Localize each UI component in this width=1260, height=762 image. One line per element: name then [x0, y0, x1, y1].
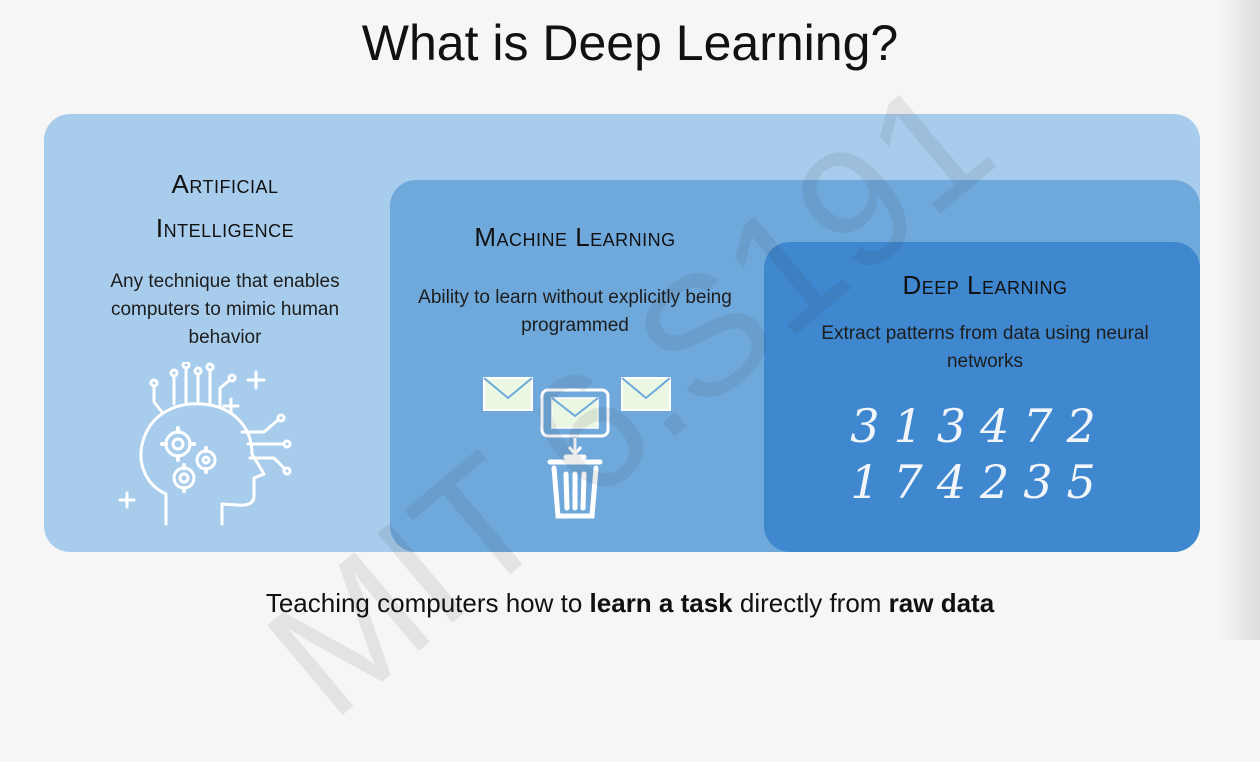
footer-bold-data: raw data — [888, 588, 995, 618]
slide-footer: Teaching computers how to learn a task d… — [0, 588, 1260, 619]
footer-bold-task: learn a task — [589, 588, 733, 618]
digits-row-2: 174235 — [850, 455, 1110, 509]
ai-description: Any technique that enables computers to … — [110, 271, 340, 348]
footer-prefix: Teaching computers how to — [265, 588, 590, 618]
trash-can-icon — [547, 454, 603, 519]
dl-heading: Deep Learning — [902, 270, 1068, 300]
right-edge-shade — [1220, 0, 1260, 640]
dl-box — [764, 242, 1200, 552]
envelope-left-icon — [483, 377, 533, 411]
ai-heading-line2: Intelligence — [155, 213, 295, 243]
slide-title: What is Deep Learning? — [361, 15, 899, 71]
ai-heading-line1: Artificial — [171, 169, 279, 199]
arrow-down-icon — [567, 438, 583, 457]
email-spam-filter-icon — [483, 377, 671, 519]
envelope-right-icon — [621, 377, 671, 411]
digits-row-1: 313472 — [850, 399, 1110, 453]
ai-heading: Artificial Intelligence — [90, 162, 360, 250]
ml-heading: Machine Learning — [474, 222, 676, 252]
ml-description: Ability to learn without explicitly bein… — [418, 287, 732, 336]
envelope-center-icon — [540, 388, 610, 438]
footer-middle: directly from — [732, 588, 889, 618]
robot-head-gears-icon — [118, 362, 292, 526]
handwritten-digits: 313472 174235 — [830, 398, 1130, 510]
dl-description: Extract patterns from data using neural … — [821, 323, 1149, 372]
